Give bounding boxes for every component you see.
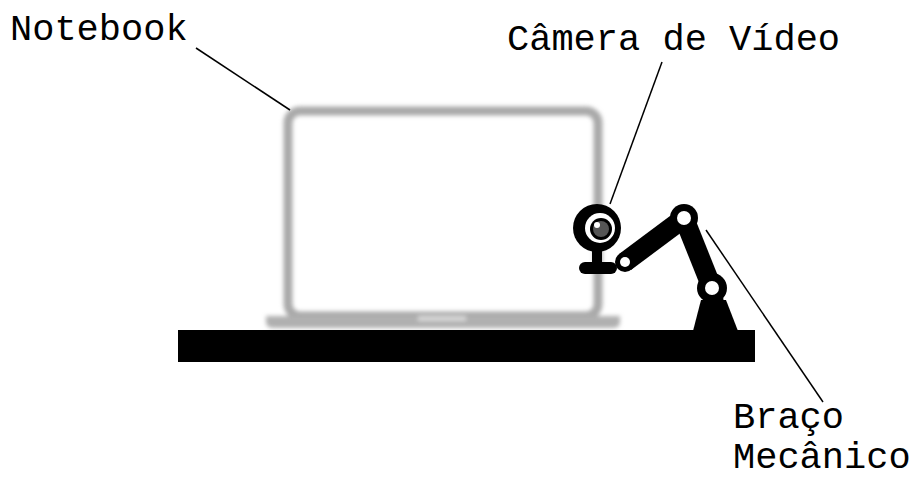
part-label: Notebook: [10, 10, 240, 50]
leader-line: [610, 62, 662, 204]
part-label: Câmera de Vídeo: [507, 20, 887, 60]
leader-line: [706, 230, 823, 402]
webcam-drawing: [573, 204, 621, 274]
mechanical-arm: [615, 204, 738, 331]
table-top: [178, 330, 755, 362]
notebook-drawing: [266, 111, 620, 328]
leader-line: [196, 48, 290, 110]
part-label: Braço Mecânico: [733, 398, 918, 478]
